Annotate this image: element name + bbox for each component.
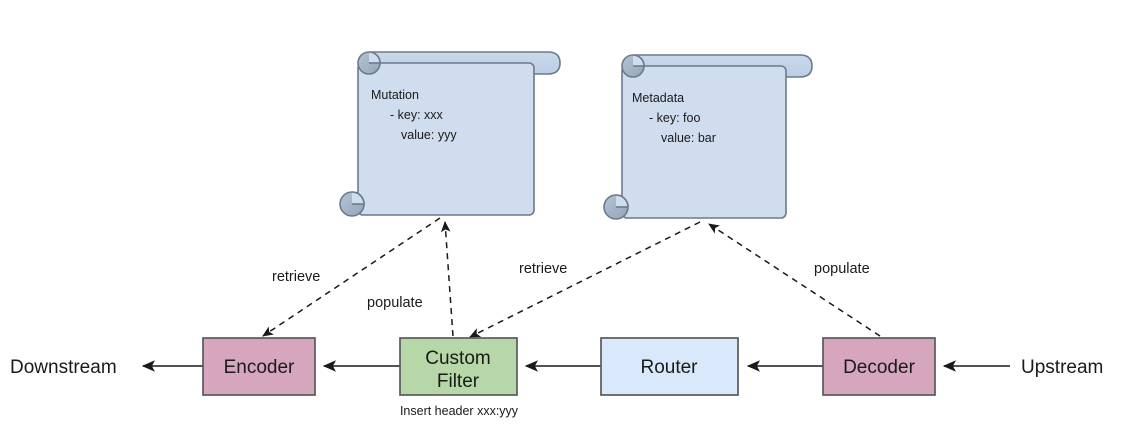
scroll-metadata-line-1: - key: foo	[649, 111, 700, 125]
scroll-mutation-title: Mutation	[371, 88, 419, 102]
custom-filter-caption: Insert header xxx:yyy	[400, 404, 519, 418]
node-router[interactable]: Router	[600, 337, 739, 396]
node-custom-filter-label-line1: Custom	[425, 348, 490, 369]
scroll-metadata-title: Metadata	[632, 91, 684, 105]
edge-populate-decoder-metadata	[708, 223, 881, 337]
node-custom-filter[interactable]: Custom Filter	[399, 337, 518, 396]
node-decoder[interactable]: Decoder	[822, 337, 936, 396]
node-router-label: Router	[640, 357, 698, 378]
scroll-curl-top-mutation	[357, 51, 381, 75]
edge-label-populate-right: populate	[814, 261, 870, 277]
endpoint-label-upstream: Upstream	[1021, 357, 1103, 378]
scroll-metadata: Metadata - key: foo value: bar	[603, 54, 813, 220]
scroll-curl-bottom-mutation	[339, 191, 365, 217]
scroll-metadata-line-2: value: bar	[661, 131, 716, 145]
edge-label-populate-left: populate	[367, 295, 423, 311]
scroll-curl-bottom-metadata	[603, 194, 629, 220]
scroll-mutation-line-2: value: yyy	[401, 128, 457, 142]
node-decoder-label: Decoder	[843, 357, 915, 378]
node-encoder-label: Encoder	[224, 357, 295, 378]
node-custom-filter-label-line2: Filter	[437, 371, 480, 392]
edge-retrieve-mutation-encoder	[262, 217, 441, 337]
scroll-mutation: Mutation - key: xxx value: yyy	[339, 51, 561, 217]
scroll-mutation-line-1: - key: xxx	[390, 108, 444, 122]
node-encoder[interactable]: Encoder	[202, 337, 316, 396]
edge-label-retrieve-right: retrieve	[519, 261, 567, 277]
endpoint-label-downstream: Downstream	[10, 357, 117, 378]
edge-retrieve-metadata-customfilter	[469, 221, 701, 338]
edge-populate-customfilter-mutation	[440, 221, 454, 337]
edge-label-retrieve-left: retrieve	[272, 269, 320, 285]
scroll-curl-top-metadata	[621, 54, 645, 78]
